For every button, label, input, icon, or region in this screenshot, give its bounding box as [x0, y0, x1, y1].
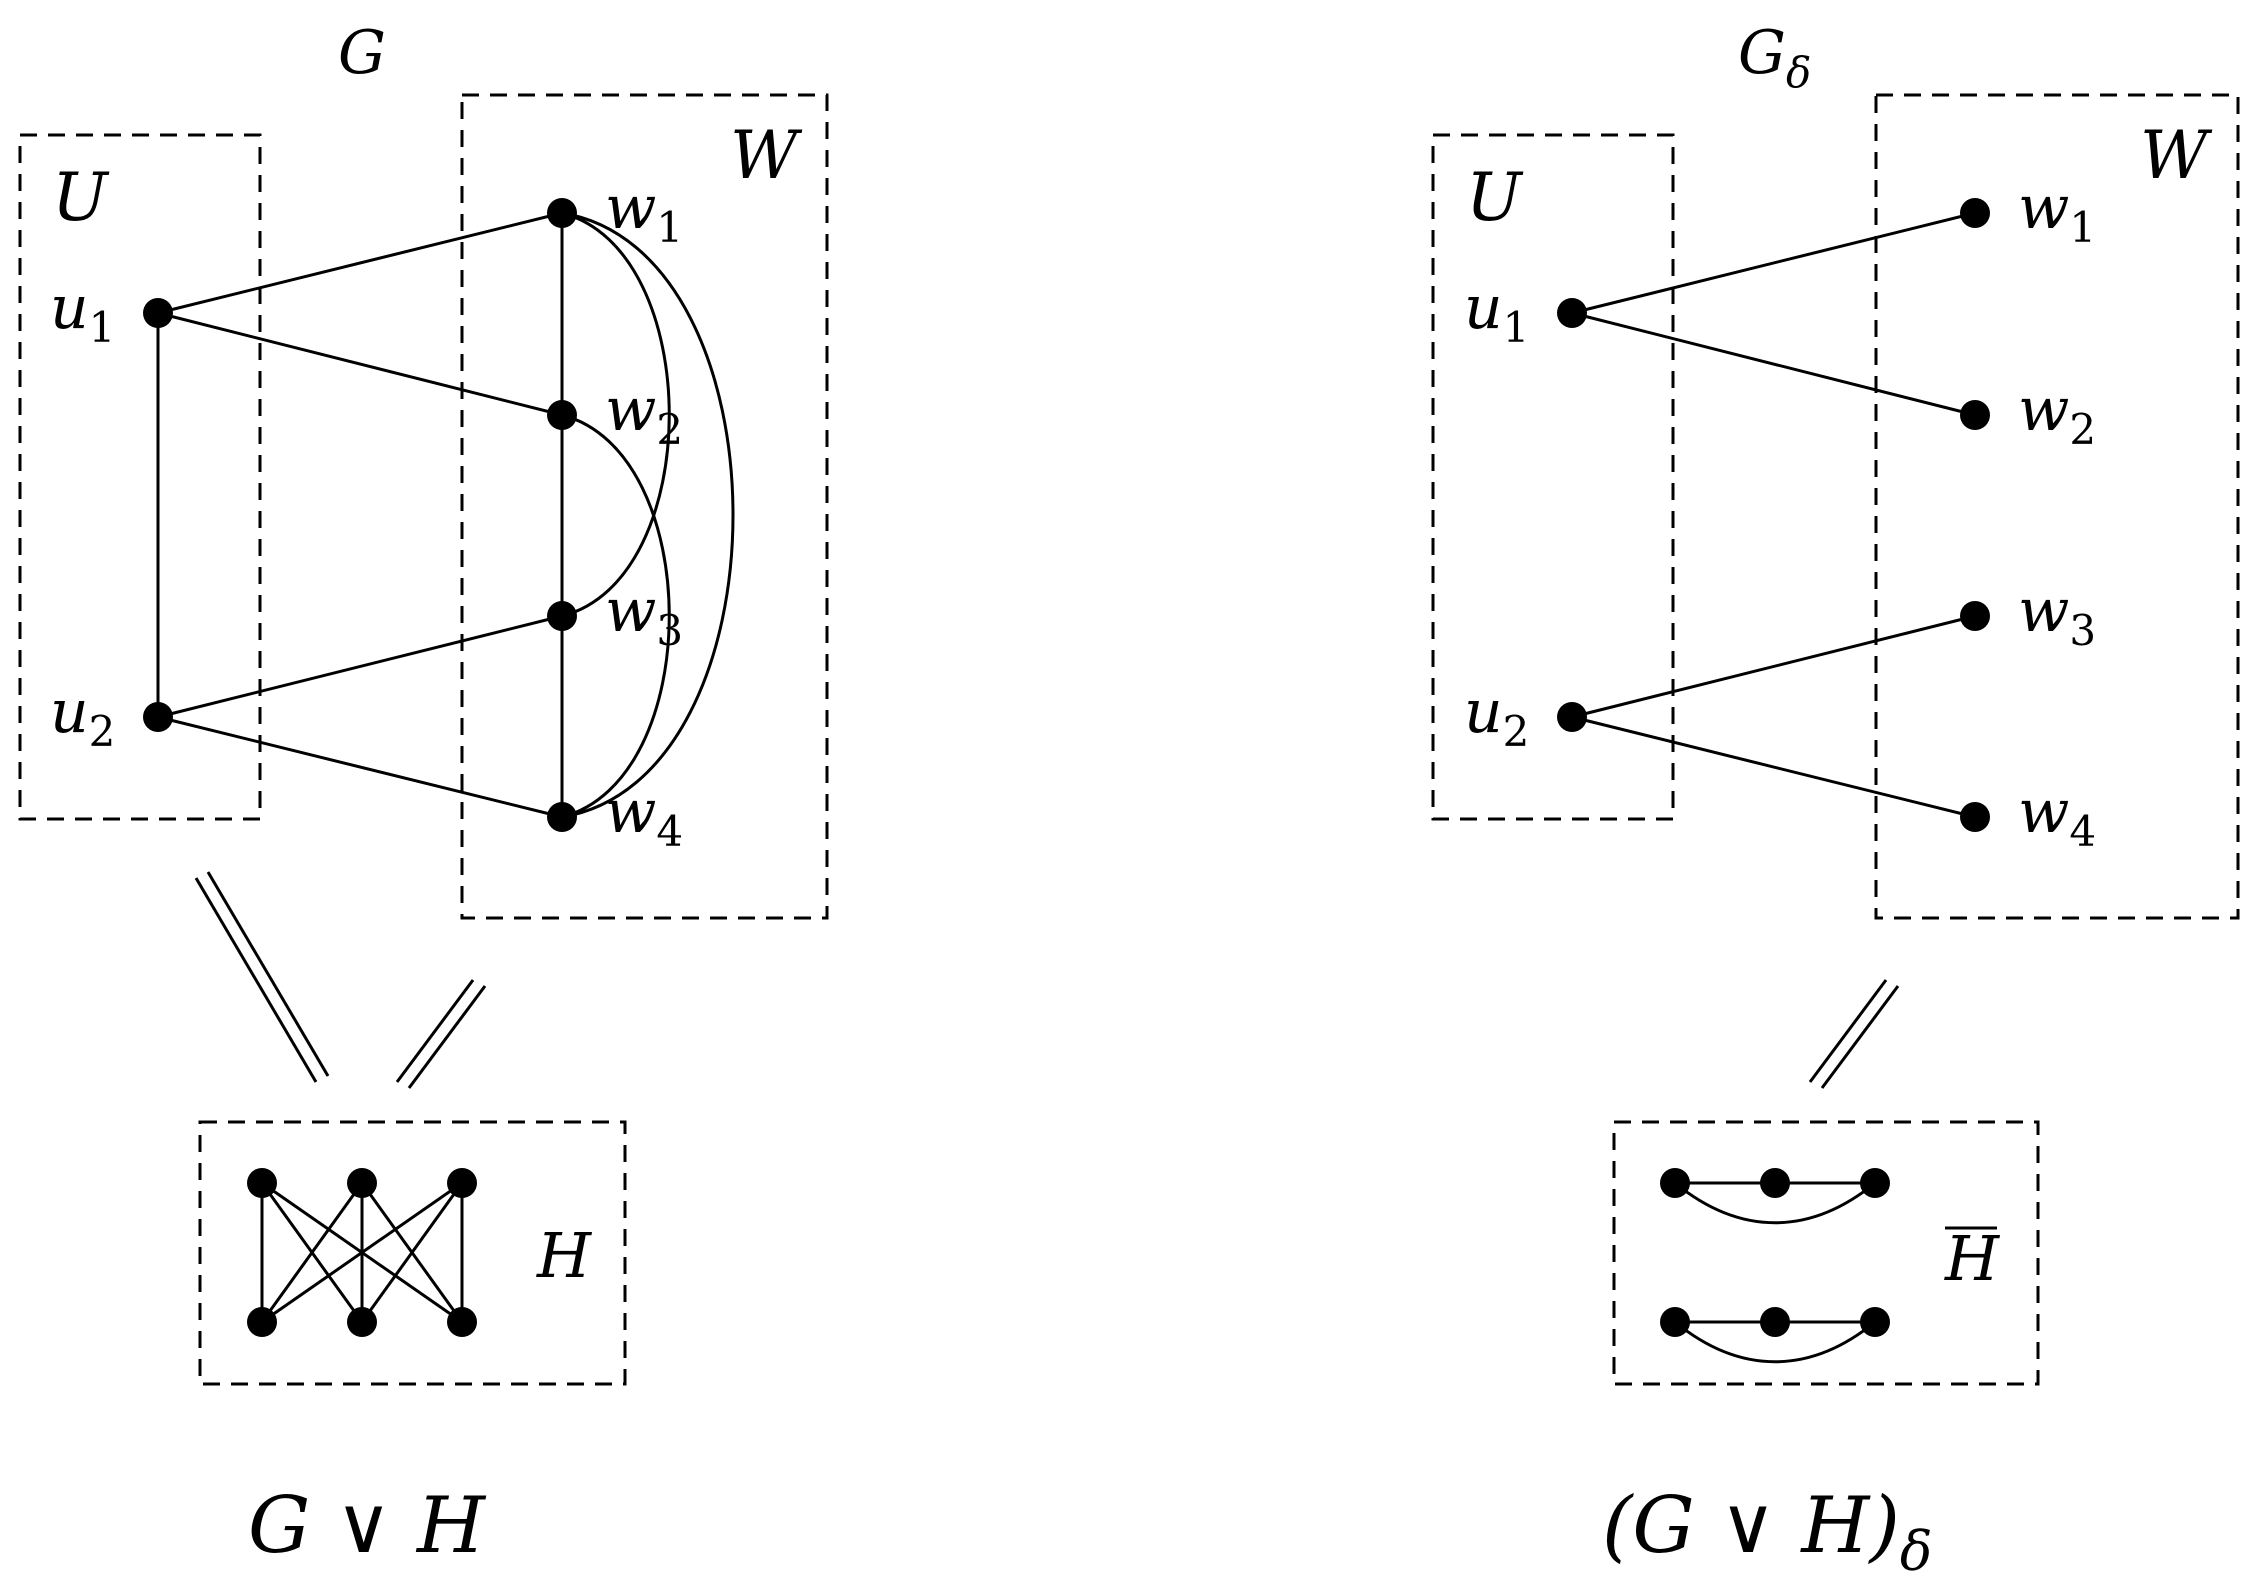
left-caption: G ∨ H [248, 1481, 487, 1571]
left-graph-label: G [338, 18, 386, 88]
right-label-w2: w2 [2018, 375, 2096, 454]
left-set-w-label: W [730, 117, 803, 194]
left-vertex-w4 [547, 802, 577, 832]
left-h-vertex [247, 1168, 277, 1198]
left-label-w2: w2 [605, 375, 683, 454]
left-arc-w1-w4 [561, 211, 735, 819]
left-diagram: G U W u1 u2 w1 w2 w3 w4 [18, 18, 829, 1571]
left-label-w3: w3 [605, 576, 683, 655]
right-edge-u2-w3 [1571, 614, 1976, 719]
right-vertex-w2 [1960, 400, 1990, 430]
left-h-vertex [347, 1307, 377, 1337]
left-arc-w1-w3 [561, 211, 671, 618]
left-h-vertex [447, 1307, 477, 1337]
right-diagram: Gδ U W u1 u2 w1 w2 w3 w4 [1431, 18, 2240, 1583]
right-set-w-box [1874, 93, 2240, 920]
left-label-u1: u1 [50, 273, 115, 352]
left-vertex-w1 [547, 198, 577, 228]
left-edge-u2-w4 [157, 715, 563, 819]
left-set-w-box [460, 93, 829, 920]
right-connector-w-to-h [1808, 979, 1900, 1089]
right-h-vertex [1760, 1307, 1790, 1337]
left-h-box [198, 1120, 627, 1386]
right-label-u2: u2 [1464, 677, 1529, 756]
right-vertex-u2 [1557, 702, 1587, 732]
right-edge-u1-w1 [1571, 211, 1976, 315]
left-label-w1: w1 [605, 173, 683, 252]
left-arc-w2-w4 [561, 413, 671, 819]
right-edge-u2-w4 [1571, 715, 1976, 819]
left-connector-u-to-h [194, 871, 330, 1083]
left-vertex-u2 [143, 702, 173, 732]
right-h-vertex [1860, 1307, 1890, 1337]
right-label-w1: w1 [2018, 173, 2096, 252]
right-edge-u1-w2 [1571, 311, 1976, 417]
left-connector-w-to-h [395, 979, 487, 1089]
left-edge-u1-w1 [157, 211, 563, 315]
right-h-complement-box [1612, 1120, 2040, 1386]
right-graph-label: Gδ [1738, 18, 1811, 97]
left-vertex-w3 [547, 601, 577, 631]
left-vertex-w2 [547, 400, 577, 430]
right-vertex-w1 [1960, 198, 1990, 228]
right-caption: (G ∨ H)δ [1602, 1481, 1932, 1583]
left-label-w4: w4 [605, 777, 683, 856]
left-h-vertex [447, 1168, 477, 1198]
left-label-u2: u2 [50, 677, 115, 756]
right-h-vertex [1860, 1168, 1890, 1198]
right-set-u-label: U [1466, 159, 1524, 236]
right-label-w3: w3 [2018, 576, 2096, 655]
left-set-u-label: U [52, 159, 110, 236]
right-h-vertex [1760, 1168, 1790, 1198]
right-h-complement-label: H [1944, 1222, 2001, 1295]
right-set-u-box [1431, 133, 1675, 821]
left-vertex-u1 [143, 298, 173, 328]
right-label-u1: u1 [1464, 273, 1529, 352]
left-h-label: H [536, 1219, 593, 1292]
left-h-vertex [347, 1168, 377, 1198]
left-set-u-box [18, 133, 262, 821]
left-edge-u2-w3 [157, 614, 563, 719]
right-vertex-w3 [1960, 601, 1990, 631]
right-vertex-u1 [1557, 298, 1587, 328]
left-h-vertex [247, 1307, 277, 1337]
left-h-graph [247, 1168, 477, 1337]
right-vertex-w4 [1960, 802, 1990, 832]
right-label-w4: w4 [2018, 777, 2096, 856]
right-set-w-label: W [2140, 117, 2213, 194]
right-h-complement-graph [1660, 1168, 1890, 1364]
right-h-vertex [1660, 1307, 1690, 1337]
right-h-vertex [1660, 1168, 1690, 1198]
left-edge-u1-w2 [157, 311, 563, 417]
